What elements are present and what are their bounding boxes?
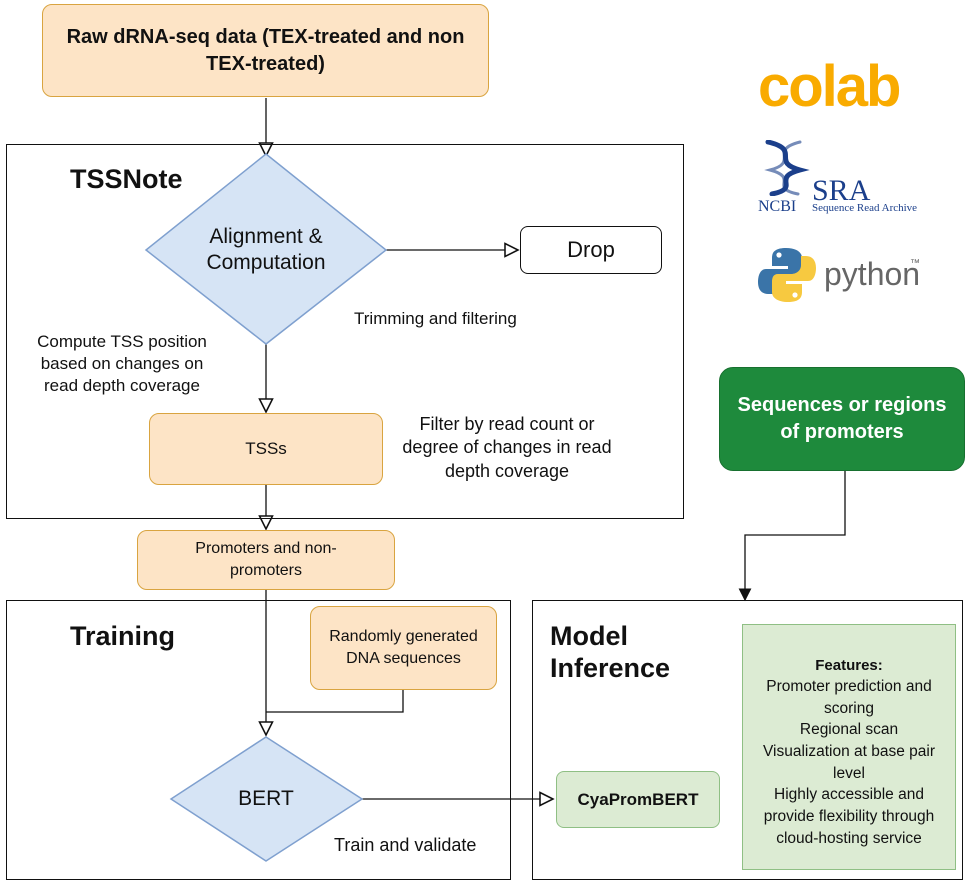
- colab-logo-text: colab: [758, 54, 901, 119]
- tssnote-frame: [6, 144, 684, 519]
- arrow-sequences-to-inference: [738, 471, 846, 602]
- alignment-label-wrap: Alignment & Computation: [176, 200, 356, 300]
- python-text: python: [824, 256, 921, 292]
- colab-logo: colab: [758, 58, 901, 116]
- cyaprombert-box: CyaPromBERT: [556, 771, 720, 828]
- ncbi-text: NCBI: [758, 198, 797, 215]
- alignment-diamond: [144, 153, 388, 345]
- features-box: Features: Promoter prediction and scorin…: [742, 624, 956, 870]
- dna-helix-icon: [764, 140, 810, 196]
- ncbi-sra-logo: SRA NCBI Sequence Read Archive: [758, 140, 928, 220]
- feature-item: Highly accessible and provide flexibilit…: [763, 786, 935, 847]
- alignment-label: Alignment & Computation: [206, 224, 326, 274]
- promoters-box: Promoters and non-promoters: [137, 530, 395, 590]
- promoters-label: Promoters and non-promoters: [195, 540, 337, 579]
- sequences-box: Sequences or regions of promoters: [719, 367, 965, 471]
- inference-title: Model Inference: [550, 621, 671, 684]
- trimming-label: Trimming and filtering: [354, 309, 517, 328]
- raw-data-box: Raw dRNA-seq data (TEX-treated and non T…: [42, 4, 489, 97]
- raw-data-label: Raw dRNA-seq data (TEX-treated and non T…: [66, 25, 465, 75]
- python-snake-icon: [758, 248, 816, 302]
- python-logo: python ™: [758, 246, 928, 306]
- sra-subtitle: Sequence Read Archive: [812, 202, 918, 214]
- drop-label: Drop: [567, 237, 615, 262]
- cyaprombert-label: CyaPromBERT: [577, 789, 699, 809]
- python-tm: ™: [910, 258, 920, 269]
- sequences-label: Sequences or regions of promoters: [737, 394, 947, 443]
- bert-label-wrap: BERT: [206, 779, 326, 819]
- line-random-to-merge: [266, 690, 404, 713]
- feature-item: Regional scan: [799, 721, 899, 739]
- bert-diamond: [169, 736, 364, 862]
- random-sequences-label: Randomly generated DNA sequences: [329, 627, 478, 667]
- tsss-label: TSSs: [245, 439, 287, 458]
- compute-tss-label: Compute TSS position based on changes on…: [37, 332, 207, 396]
- filter-label: Filter by read count or degree of change…: [402, 414, 612, 481]
- tsss-box: TSSs: [149, 413, 383, 485]
- drop-box: Drop: [520, 226, 662, 274]
- bert-label: BERT: [238, 787, 294, 810]
- training-title: Training: [70, 621, 176, 651]
- tssnote-title: TSSNote: [70, 164, 183, 194]
- random-sequences-box: Randomly generated DNA sequences: [310, 606, 497, 690]
- feature-item: Promoter prediction and scoring: [766, 678, 932, 717]
- feature-item: Visualization at base pair level: [762, 743, 936, 782]
- inference-frame: [532, 600, 963, 880]
- sra-text: SRA: [812, 174, 871, 207]
- training-frame: [6, 600, 511, 880]
- train-validate-label: Train and validate: [334, 835, 477, 855]
- features-title: Features:: [815, 657, 883, 674]
